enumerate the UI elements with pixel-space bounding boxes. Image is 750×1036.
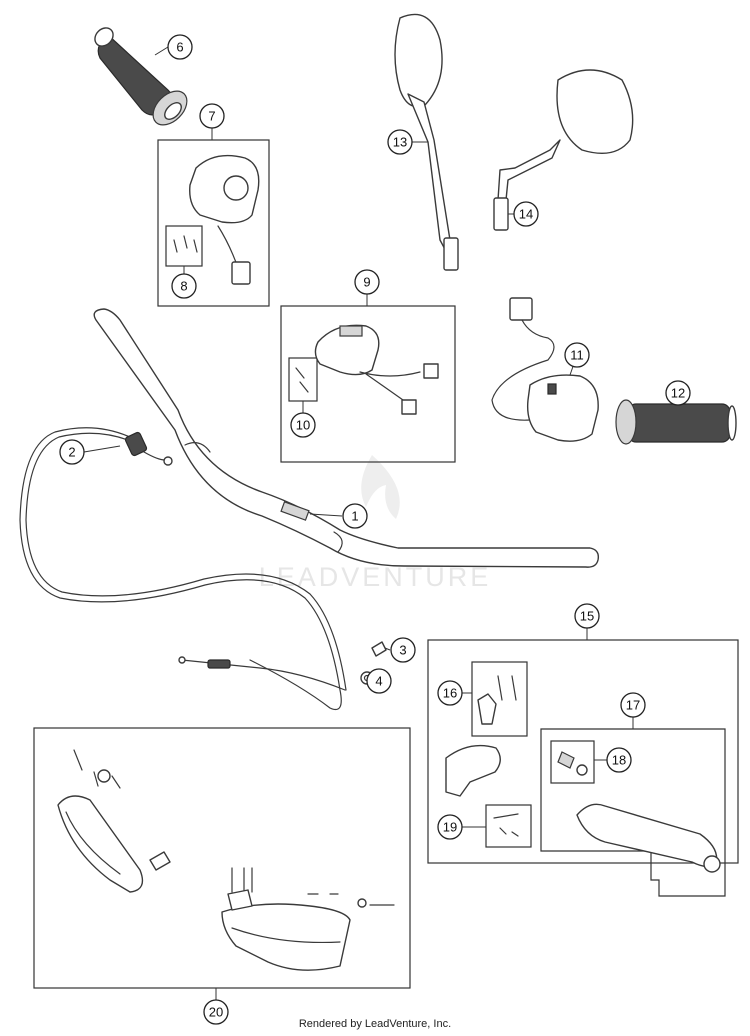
left-mirror-part (394, 13, 459, 271)
group-box-9 (280, 305, 456, 463)
callout-12: 12 (665, 380, 691, 406)
callout-15: 15 (574, 603, 600, 640)
svg-text:12: 12 (671, 386, 685, 401)
svg-text:20: 20 (209, 1005, 223, 1020)
svg-text:13: 13 (393, 135, 407, 150)
callout-6: 6 (154, 34, 193, 60)
right-grip-part (615, 399, 737, 445)
handlebar-switch-part (491, 297, 599, 442)
watermark-text: LEADVENTURE (259, 562, 492, 592)
svg-text:3: 3 (399, 643, 406, 658)
callout-20: 20 (203, 988, 229, 1025)
group-box-18 (550, 740, 595, 784)
callout-8: 8 (171, 266, 197, 299)
svg-text:2: 2 (68, 445, 75, 460)
handlebar-part (93, 308, 600, 568)
group-box-19 (485, 804, 532, 848)
callout-11: 11 (564, 342, 590, 376)
svg-text:10: 10 (296, 418, 310, 433)
callout-2: 2 (59, 439, 121, 465)
svg-text:15: 15 (580, 609, 594, 624)
callout-3: 3 (384, 637, 416, 663)
svg-text:8: 8 (180, 279, 187, 294)
left-switch-part (173, 154, 260, 285)
svg-text:11: 11 (570, 348, 584, 363)
svg-text:17: 17 (626, 698, 640, 713)
callout-1: 1 (309, 503, 368, 529)
svg-text:9: 9 (363, 275, 370, 290)
callout-9: 9 (354, 269, 380, 306)
callout-17: 17 (620, 692, 646, 729)
watermark: LEADVENTURE (259, 455, 492, 592)
svg-text:7: 7 (208, 109, 215, 124)
footer-credit: Rendered by LeadVenture, Inc. (298, 1018, 452, 1030)
svg-text:19: 19 (443, 820, 457, 835)
svg-text:4: 4 (375, 674, 382, 689)
callout-4: 4 (366, 668, 392, 694)
group-box-16 (471, 661, 528, 737)
svg-text:6: 6 (176, 40, 183, 55)
group-box-15 (427, 639, 739, 864)
group-box-10 (288, 357, 318, 402)
clutch-lever-part (445, 675, 721, 873)
callout-19: 19 (437, 814, 486, 840)
svg-text:18: 18 (612, 753, 626, 768)
svg-text:1: 1 (351, 509, 358, 524)
svg-text:14: 14 (519, 207, 533, 222)
clutch-cable-part (178, 641, 387, 691)
callout-13: 13 (387, 129, 428, 155)
group-box-17 (540, 728, 726, 897)
callout-18: 18 (594, 747, 632, 773)
right-switch-part (295, 324, 439, 415)
right-mirror-part (493, 69, 634, 231)
callout-14: 14 (508, 201, 539, 227)
group-box-20 (33, 727, 411, 989)
callout-16: 16 (437, 680, 472, 706)
group-box-7 (157, 139, 270, 307)
callout-7: 7 (199, 103, 225, 140)
callout-10: 10 (290, 401, 316, 438)
left-grip-part (94, 27, 188, 126)
throttle-cable-part (19, 427, 347, 711)
group-box-8 (165, 225, 203, 267)
svg-text:16: 16 (443, 686, 457, 701)
hand-guard-part (57, 749, 395, 971)
